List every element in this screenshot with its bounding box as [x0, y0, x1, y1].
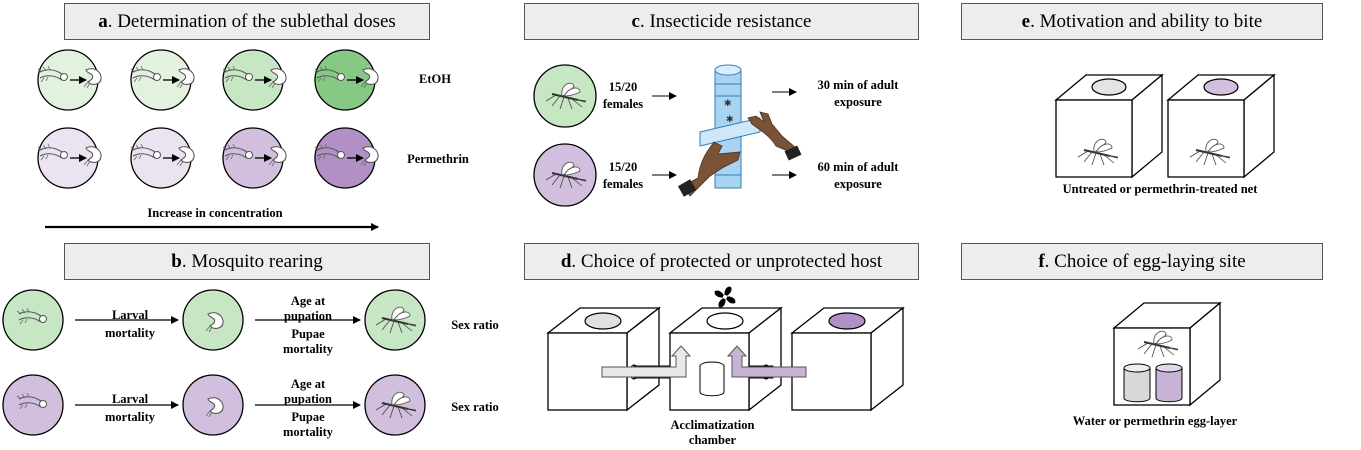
permethrin-label: Permethrin	[407, 152, 469, 166]
panel-a-title-text: . Determination of the sublethal doses	[107, 10, 396, 32]
pupae-line2: mortality	[283, 342, 333, 356]
pupation-label-green: Age at pupation Pupae mortality	[268, 294, 348, 357]
exposure-30-line2: exposure	[834, 95, 882, 109]
panel-f-letter: f	[1038, 250, 1045, 272]
fan-icon	[714, 286, 736, 308]
panel-e-title-text: . Motivation and ability to bite	[1030, 10, 1263, 32]
panel-a-icons	[37, 65, 379, 167]
females-word: females	[602, 177, 644, 191]
pupae-line1: Pupae	[291, 410, 325, 424]
panel-f-title-text: . Choice of egg-laying site	[1044, 250, 1246, 272]
females-count: 15/20	[608, 80, 638, 94]
pupation-label-purple: Age at pupation Pupae mortality	[268, 377, 348, 440]
panel-b-icons	[16, 306, 417, 419]
larval-mortality-label-green: Larval mortality	[90, 308, 170, 341]
panel-d-title-text: . Choice of protected or unprotected hos…	[571, 250, 883, 272]
larval-mortality-line2: mortality	[105, 326, 155, 340]
females-label-green: 15/20 females	[595, 80, 651, 112]
exposure-30-line1: 30 min of adult	[817, 78, 899, 92]
panel-c-title: c. Insecticide resistance	[524, 3, 919, 40]
panel-c-arrows	[652, 88, 797, 179]
larval-mortality-line1: Larval	[111, 392, 149, 406]
pupation-line1: Age at	[290, 377, 326, 391]
acclimatization-label: Acclimatization chamber	[655, 418, 770, 448]
pupation-line2: pupation	[284, 392, 332, 406]
panel-b-title: b. Mosquito rearing	[64, 243, 430, 280]
panel-e-holes	[1091, 78, 1239, 96]
panel-d-title: d. Choice of protected or unprotected ho…	[524, 243, 919, 280]
egg-cups	[1123, 363, 1183, 403]
exposure-60-line1: 60 min of adult	[817, 160, 899, 174]
svg-text:✱: ✱	[726, 114, 734, 124]
panel-e-cubes	[1054, 73, 1276, 179]
sex-ratio-label-green: Sex ratio	[451, 318, 499, 332]
panel-e-title: e. Motivation and ability to bite	[961, 3, 1323, 40]
females-word: females	[602, 97, 644, 111]
panel-a-title: a. Determination of the sublethal doses	[64, 3, 430, 40]
panel-d-holes	[584, 312, 866, 330]
sex-ratio-label-purple: Sex ratio	[451, 400, 499, 414]
exposure-60-label: 60 min of adult exposure	[800, 160, 916, 192]
larval-mortality-label-purple: Larval mortality	[90, 392, 170, 425]
larval-mortality-line2: mortality	[105, 410, 155, 424]
pupation-line1: Age at	[290, 294, 326, 308]
acclimatization-line1: Acclimatization	[670, 418, 755, 432]
hands-icon	[677, 111, 802, 197]
acclimatization-line2: chamber	[688, 433, 737, 447]
svg-text:✱: ✱	[724, 98, 732, 108]
panel-d-tubes	[601, 345, 807, 397]
panel-c-title-text: . Insecticide resistance	[639, 10, 812, 32]
panel-c-letter: c	[631, 10, 640, 32]
panel-a-letter: a	[98, 10, 108, 32]
pupae-line1: Pupae	[291, 327, 325, 341]
panel-b-arrows	[75, 316, 361, 409]
ethanol-label: EtOH	[419, 72, 451, 86]
panel-a-circles	[37, 49, 376, 189]
females-count: 15/20	[608, 160, 638, 174]
concentration-label: Increase in concentration	[147, 206, 283, 220]
pupae-line2: mortality	[283, 425, 333, 439]
panel-e-letter: e	[1021, 10, 1031, 32]
females-label-purple: 15/20 females	[595, 160, 651, 192]
egg-layer-caption: Water or permethrin egg-layer	[1072, 414, 1238, 428]
panel-f-title: f. Choice of egg-laying site	[961, 243, 1323, 280]
exposure-30-label: 30 min of adult exposure	[800, 78, 916, 110]
panel-b-title-text: . Mosquito rearing	[181, 250, 323, 272]
net-caption: Untreated or permethrin-treated net	[1062, 182, 1258, 196]
panel-d-letter: d	[560, 250, 572, 272]
exposure-60-line2: exposure	[834, 177, 882, 191]
pupation-line2: pupation	[284, 309, 332, 323]
panel-b-letter: b	[171, 250, 182, 272]
panel-c-circles	[533, 64, 597, 207]
larval-mortality-line1: Larval	[111, 308, 149, 322]
